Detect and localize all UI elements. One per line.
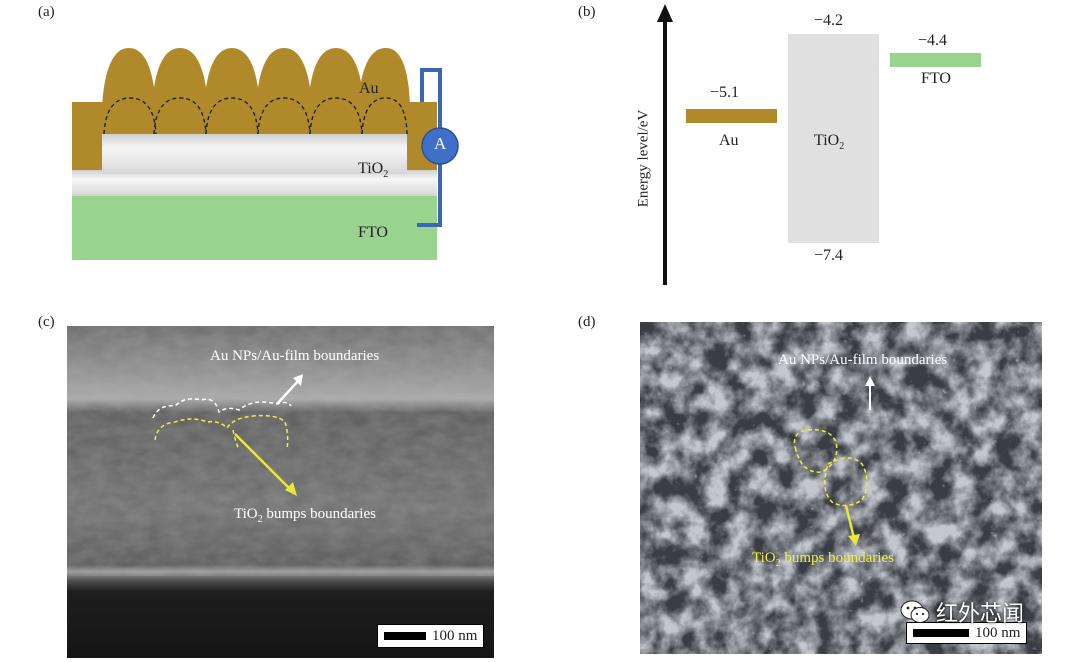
- tio2-label: TiO2: [358, 160, 389, 181]
- sem-top-view-image: [640, 322, 1042, 654]
- au-level-label: Au: [719, 132, 739, 149]
- panel-b-label: (b): [578, 4, 596, 20]
- tio2-top-value: −4.2: [814, 12, 844, 29]
- au-nanoparticles: [102, 48, 410, 106]
- fto-level: [890, 53, 981, 67]
- au-value: −5.1: [710, 84, 740, 101]
- fto-layer: [72, 195, 437, 260]
- energy-diagram: [657, 4, 981, 285]
- tio2-bottom-value: −7.4: [814, 247, 844, 264]
- au-level: [686, 109, 777, 123]
- watermark: 红外芯闻: [900, 596, 1024, 628]
- ammeter: [421, 127, 459, 165]
- scalebar-line: [384, 632, 426, 640]
- panel-d-label: (d): [578, 314, 596, 330]
- fto-level-label: FTO: [921, 70, 951, 87]
- panel-c-annotation-au: Au NPs/Au-film boundaries: [210, 348, 380, 364]
- tio2-bump-outlines-d: [793, 429, 868, 507]
- ammeter-label: A: [434, 134, 447, 153]
- tio2-bump-outlines: [103, 97, 408, 135]
- sem-cross-section-image: [67, 326, 494, 658]
- fto-label: FTO: [358, 224, 388, 241]
- tio2-bump-outline: [154, 414, 289, 451]
- panel-c-scalebar: 100 nm: [377, 624, 485, 648]
- panel-d-annotation-au: Au NPs/Au-film boundaries: [778, 352, 948, 368]
- tio2-layer: [72, 170, 437, 196]
- panel-c-annotation-tio2: TiO2 bumps boundaries: [234, 506, 376, 525]
- scalebar-label: 100 nm: [432, 627, 478, 644]
- device-schematic: [72, 48, 459, 260]
- energy-axis-arrow: [657, 4, 673, 22]
- tio2-band-label: TiO2: [814, 132, 845, 153]
- fto-value: −4.4: [918, 32, 948, 49]
- chat-icon: [900, 600, 930, 623]
- energy-axis-label: Energy level/eV: [635, 109, 652, 208]
- au-label: Au: [359, 80, 379, 97]
- circuit-wire: [417, 68, 442, 227]
- panel-a-label: (a): [38, 4, 55, 20]
- scalebar-line: [913, 629, 969, 637]
- panel-d-scalebar: 100 nm: [906, 622, 1028, 644]
- panel-d-annotation-tio2: TiO2 bumps boundaries: [752, 550, 894, 569]
- watermark-text: 红外芯闻: [936, 602, 1025, 627]
- tio2-band: [788, 34, 879, 243]
- panel-c-label: (c): [38, 314, 55, 330]
- scalebar-label: 100 nm: [975, 624, 1021, 641]
